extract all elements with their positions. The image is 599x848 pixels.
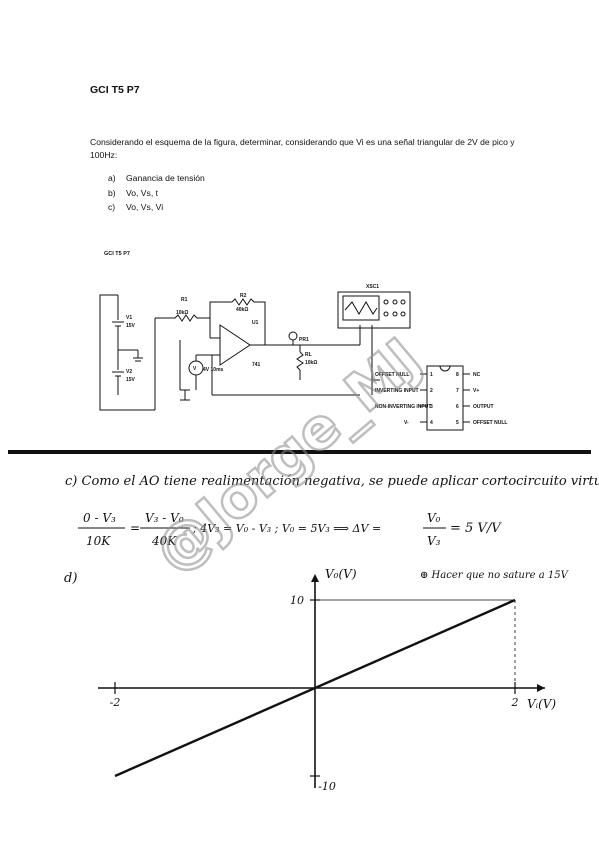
transfer-chart: d) ⊕ Hacer que no sature a 15V -2 2 10 -10 V… <box>64 567 570 793</box>
r2-value: 40kΩ <box>236 307 248 313</box>
document-title: GCI T5 P7 <box>90 84 140 96</box>
question-a: a) Ganancia de tensión <box>108 171 205 186</box>
ic-pin-1-label: OFFSET NULL <box>375 372 409 378</box>
eq-denominator-2: 40K <box>151 534 177 548</box>
eq-fraction-numerator: V₀ <box>427 511 441 525</box>
gain-equation: 0 - V₃ 10K = V₃ - V₀ 40K ; 4V₃ = V₀ - V₃… <box>78 511 502 548</box>
ic-pin-number-2: 2 <box>430 388 433 394</box>
question-text: Vo, Vs, Vi <box>126 202 164 212</box>
r2-label: R2 <box>240 293 247 299</box>
eq-numerator-2: V₃ - V₀ <box>145 511 184 525</box>
r1-value: 10kΩ <box>176 310 188 316</box>
answer-c-line: c) Como el AO tiene realimentación negat… <box>65 474 599 489</box>
r1-label: R1 <box>181 297 188 303</box>
ic-pin-6-label: OUTPUT <box>473 404 494 410</box>
answer-c-label: c) <box>65 474 78 489</box>
ic-pin-number-4: 4 <box>430 420 433 426</box>
scope-label: XSC1 <box>366 284 379 290</box>
svg-text:=: = <box>130 521 140 535</box>
ic-pin-number-7: 7 <box>456 388 459 394</box>
eq-denominator-1: 10K <box>86 534 111 548</box>
schematic-title: GCI T5 P7 <box>104 251 130 257</box>
u1-label: U1 <box>252 320 259 326</box>
source-label: V <box>193 366 197 372</box>
ic-pin-number-5: 5 <box>456 420 459 426</box>
v1-label: V1 <box>126 315 132 321</box>
question-key: a) <box>108 173 116 183</box>
ic-pin-5-label: OFFSET NULL <box>473 420 507 426</box>
eq-fraction-denominator: V₃ <box>427 534 441 548</box>
v2-value: 15V <box>126 377 136 383</box>
x-tick-label-max: 2 <box>511 696 519 709</box>
probe-label: PR1 <box>299 337 309 343</box>
question-text: Vo, Vs, t <box>126 187 159 198</box>
ic-pin-3-label: NON-INVERTING INPUT <box>375 404 431 410</box>
v1-value: 15V <box>126 323 136 329</box>
eq-result: = 5 V/V <box>450 521 502 536</box>
section-divider <box>8 450 591 454</box>
v2-label: V2 <box>126 369 132 375</box>
rl-label: RL <box>305 352 312 358</box>
ic-pin-4-label: V- <box>404 420 409 426</box>
ic-pin-number-1: 1 <box>430 372 433 378</box>
question-c: c) Vo, Vs, Vi <box>108 200 205 215</box>
answer-c-text: Como el AO tiene realimentación negativa… <box>81 474 599 489</box>
eq-rest: ; 4V₃ = V₀ - V₃ ; V₀ = 5V₃ ⟹ ΔV = <box>192 522 381 535</box>
ic-pin-number-8: 8 <box>456 372 459 378</box>
opamp-label: 741 <box>252 362 261 368</box>
y-axis-arrow <box>311 574 319 582</box>
ic-pin-8-label: NC <box>473 372 481 378</box>
question-text: Ganancia de tensión <box>126 173 205 183</box>
question-key: b) <box>108 187 116 198</box>
ic-pin-number-3: 3 <box>430 404 433 410</box>
question-list: a) Ganancia de tensión b) Vo, Vs, t c) Vo, … <box>108 171 205 215</box>
question-b: b) Vo, Vs, t <box>108 186 205 201</box>
eq-numerator-1: 0 - V₃ <box>83 511 116 525</box>
y-axis-label: V₀(V) <box>325 567 357 581</box>
y-tick-label-max: 10 <box>290 594 304 607</box>
rl-value: 10kΩ <box>305 360 317 366</box>
saturation-note: ⊕ Hacer que no sature a 15V <box>420 570 570 581</box>
series-line <box>114 598 516 778</box>
x-axis-label: Vᵢ(V) <box>527 697 556 711</box>
answer-d-label: d) <box>64 571 77 586</box>
ic-pin-7-label: V+ <box>473 388 479 394</box>
x-tick-label-min: -2 <box>110 696 121 709</box>
source-value: 4V 10ms <box>203 367 224 373</box>
problem-statement: Considerando el esquema de la figura, de… <box>90 137 515 160</box>
ic-pin-2-label: INVERTING INPUT <box>375 388 419 394</box>
chart-plot-area: -2 2 10 -10 V₀(V) Vᵢ(V) <box>98 567 556 793</box>
y-tick-label-min: -10 <box>318 780 336 793</box>
question-key: c) <box>108 202 116 212</box>
circuit-schematic: R1 10kΩ R2 40kΩ U1 741 V1 15V V2 15V V 4… <box>99 284 507 431</box>
ic-pin-number-6: 6 <box>456 404 459 410</box>
x-axis-arrow <box>537 684 545 692</box>
